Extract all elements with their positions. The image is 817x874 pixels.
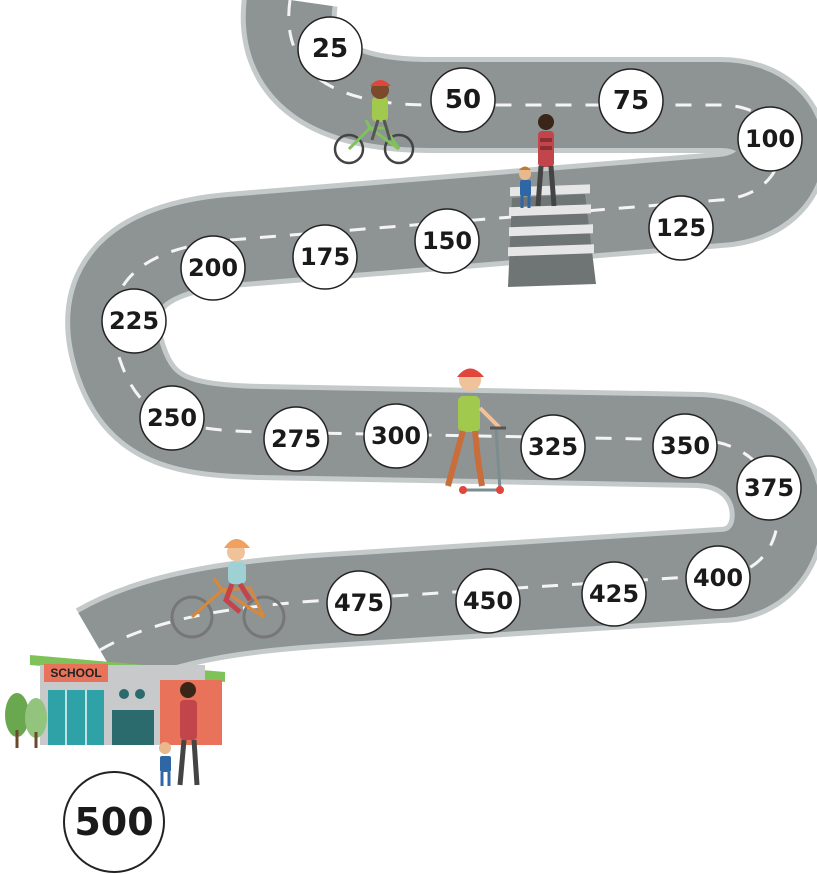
milestone-label: 350 [660,432,710,460]
milestone-label: 325 [528,433,578,461]
milestone-label: 250 [147,404,197,432]
milestone-175: 175 [293,225,357,289]
milestone-label: 75 [613,86,649,116]
milestone-25: 25 [298,17,362,81]
finish-label: 500 [74,800,153,844]
milestone-label: 125 [656,214,706,242]
school-sign: SCHOOL [50,666,101,680]
milestone-label: 50 [445,85,481,115]
milestone-label: 175 [300,243,350,271]
milestone-325: 325 [521,415,585,479]
milestone-label: 275 [271,425,321,453]
milestone-label: 25 [312,34,348,64]
milestone-label: 225 [109,307,159,335]
milestone-200: 200 [181,236,245,300]
milestone-275: 275 [264,407,328,471]
milestone-100: 100 [738,107,802,171]
milestone-350: 350 [653,414,717,478]
milestone-400: 400 [686,546,750,610]
milestone-225: 225 [102,289,166,353]
milestone-450: 450 [456,569,520,633]
finish-circle: 500 [64,772,164,872]
milestone-label: 200 [188,254,238,282]
milestone-475: 475 [327,571,391,635]
milestone-425: 425 [582,562,646,626]
milestone-label: 375 [744,474,794,502]
milestone-125: 125 [649,196,713,260]
milestone-label: 150 [422,227,472,255]
milestone-150: 150 [415,209,479,273]
milestone-75: 75 [599,69,663,133]
milestone-label: 300 [371,422,421,450]
milestone-label: 425 [589,580,639,608]
school-building-illustration: SCHOOL [5,655,225,786]
milestone-300: 300 [364,404,428,468]
milestone-label: 100 [745,125,795,153]
milestone-375: 375 [737,456,801,520]
milestone-label: 450 [463,587,513,615]
milestone-250: 250 [140,386,204,450]
milestone-50: 50 [431,68,495,132]
milestone-label: 475 [334,589,384,617]
milestone-label: 400 [693,564,743,592]
